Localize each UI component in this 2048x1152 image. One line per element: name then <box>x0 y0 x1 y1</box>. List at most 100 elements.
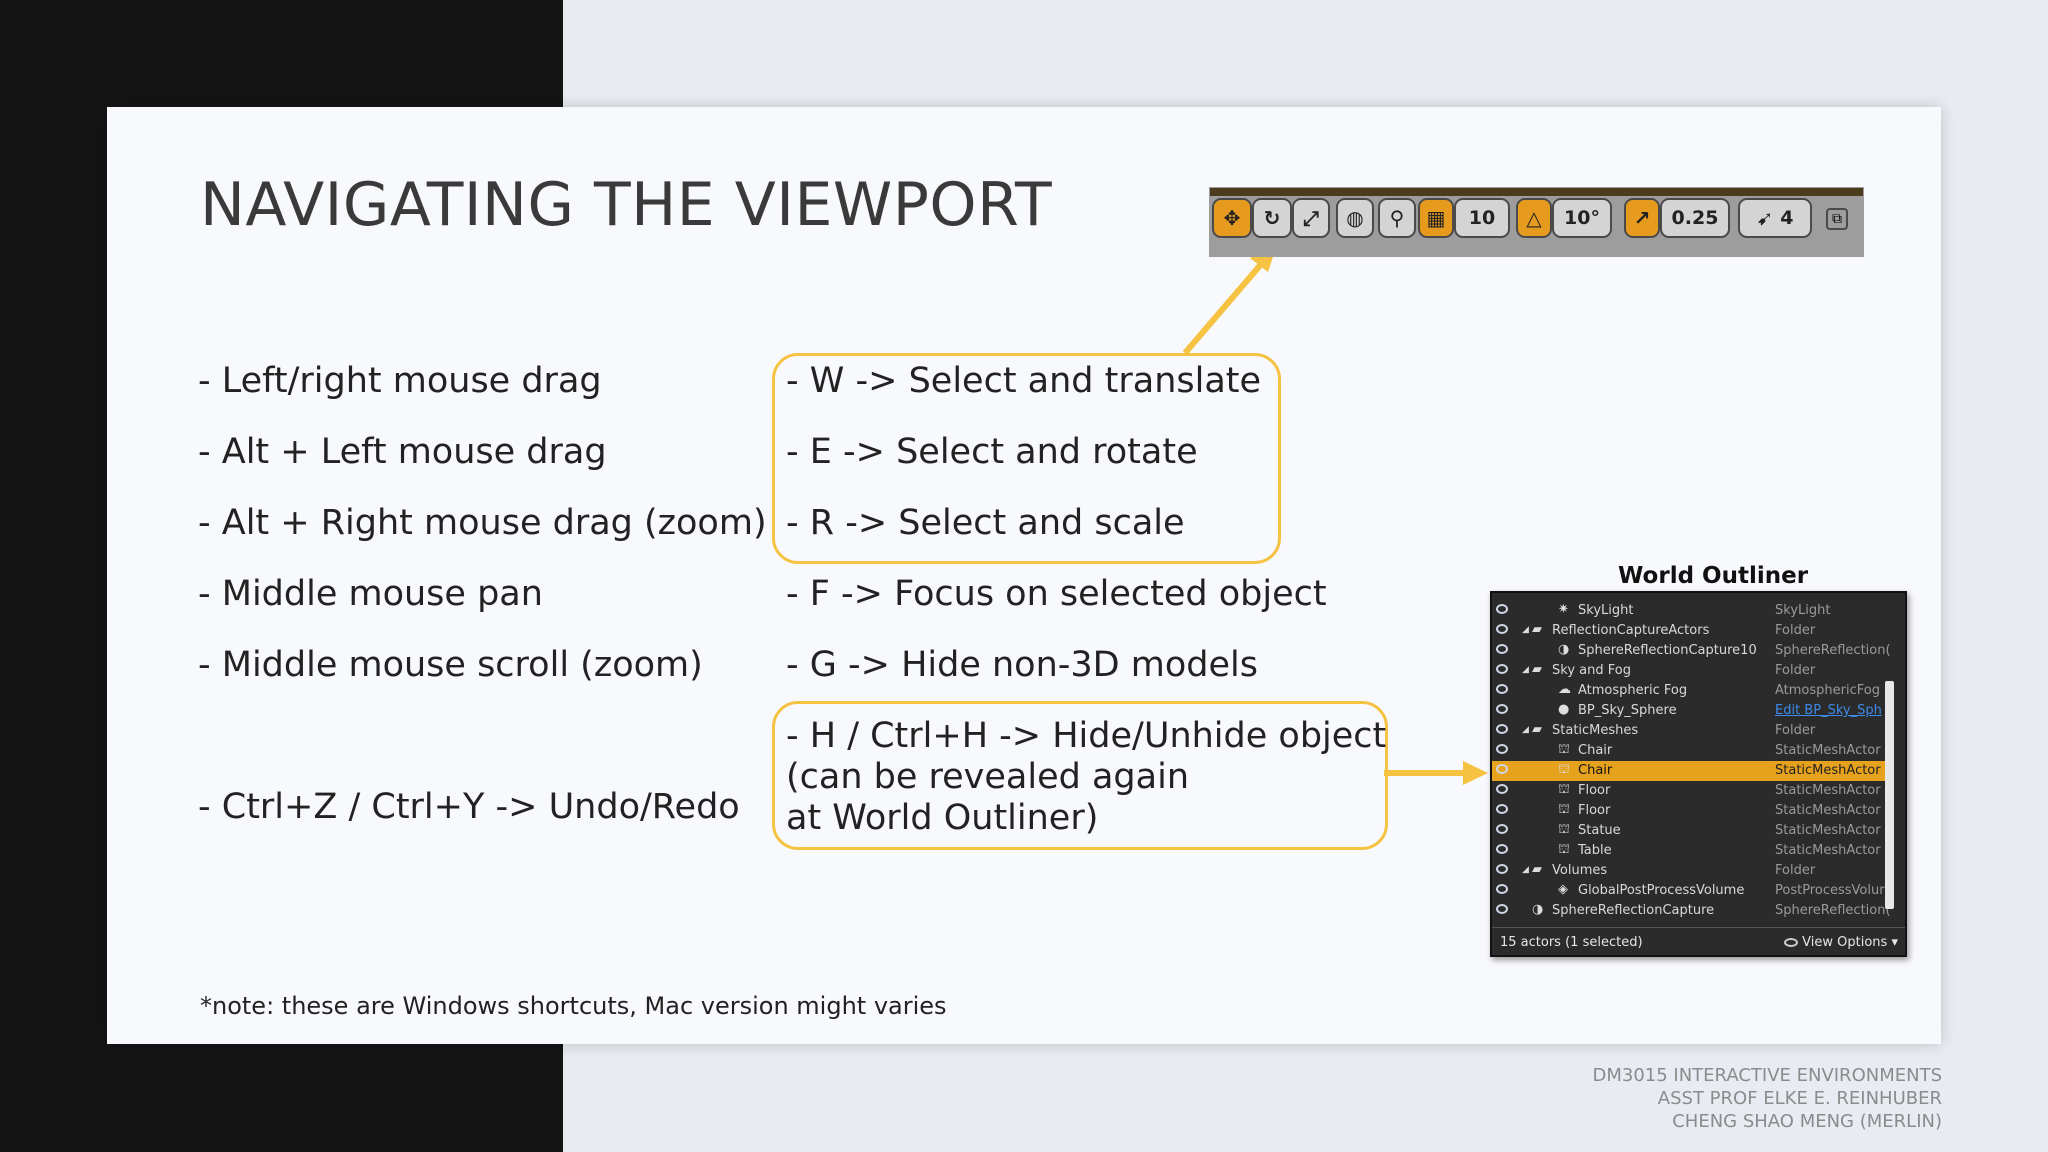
credit-author: CHENG SHAO MENG (MERLIN) <box>1672 1111 1942 1132</box>
rotate-icon[interactable]: ↻ <box>1252 198 1292 238</box>
actor-type: Folder <box>1775 623 1816 638</box>
expand-arrow-icon[interactable]: ◢ <box>1522 725 1529 735</box>
actor-count: 15 actors (1 selected) <box>1500 935 1643 950</box>
visibility-eye-icon[interactable] <box>1496 744 1508 754</box>
surface-snap-icon[interactable]: ⚲ <box>1378 198 1416 238</box>
visibility-eye-icon[interactable] <box>1496 844 1508 854</box>
outliner-footer: 15 actors (1 selected) View Options ▾ <box>1492 927 1905 955</box>
scale-snap-dropdown[interactable]: 0.25 <box>1660 198 1730 238</box>
actor-type: StaticMeshActor <box>1775 783 1881 798</box>
visibility-eye-icon[interactable] <box>1496 804 1508 814</box>
world-local-icon[interactable]: ◍ <box>1336 198 1374 238</box>
visibility-eye-icon[interactable] <box>1496 884 1508 894</box>
camera-speed-dropdown[interactable]: ➹ 4 <box>1738 198 1812 238</box>
visibility-eye-icon[interactable] <box>1496 824 1508 834</box>
actor-name: SkyLight <box>1578 603 1634 618</box>
actor-type: StaticMeshActor <box>1775 843 1881 858</box>
actor-name: Volumes <box>1552 863 1608 878</box>
edit-blueprint-link[interactable]: Edit BP_Sky_Sph <box>1775 703 1882 718</box>
actor-type: StaticMeshActor <box>1775 763 1881 778</box>
folder-icon: ▰ <box>1532 722 1542 737</box>
actor-name: Statue <box>1578 823 1621 838</box>
shortcut-right-h-line2: (can be revealed again <box>786 757 1189 797</box>
camera-speed-value: 4 <box>1780 207 1794 229</box>
camera-speed-icon: ➹ <box>1756 206 1781 230</box>
sphere-icon: ● <box>1558 702 1570 717</box>
expand-arrow-icon[interactable]: ◢ <box>1522 865 1529 875</box>
grid-snap-icon[interactable]: ▦ <box>1418 198 1454 238</box>
rotation-snap-value: 10° <box>1564 207 1600 229</box>
credit-course: DM3015 INTERACTIVE ENVIRONMENTS <box>1592 1065 1942 1086</box>
light-icon: ✷ <box>1558 602 1569 617</box>
scale-icon[interactable]: ⤢ <box>1292 198 1330 238</box>
visibility-eye-icon[interactable] <box>1496 904 1508 914</box>
transform-keys-highlight <box>772 353 1281 564</box>
actor-type: SkyLight <box>1775 603 1831 618</box>
shortcut-right-g: - G -> Hide non-3D models <box>786 645 1258 685</box>
visibility-eye-icon[interactable] <box>1496 624 1508 634</box>
maximize-icon[interactable]: ⧉ <box>1826 208 1848 230</box>
outliner-row[interactable]: ⛫ Floor StaticMeshActor <box>1492 781 1892 801</box>
visibility-eye-icon[interactable] <box>1496 684 1508 694</box>
visibility-eye-icon[interactable] <box>1496 864 1508 874</box>
shortcut-right-h: - H / Ctrl+H -> Hide/Unhide object <box>786 716 1387 756</box>
actor-name: SphereReflectionCapture <box>1552 903 1715 918</box>
credit-professor: ASST PROF ELKE E. REINHUBER <box>1657 1088 1942 1109</box>
actor-name: Sky and Fog <box>1552 663 1631 678</box>
shortcut-right-r: - R -> Select and scale <box>786 503 1185 543</box>
rotation-snap-icon[interactable]: △ <box>1516 198 1552 238</box>
actor-name: SphereReflectionCapture10 <box>1578 643 1757 658</box>
toolbar-edge <box>1210 188 1863 196</box>
actor-name: Table <box>1578 843 1612 858</box>
shortcut-left-2: - Alt + Left mouse drag <box>198 432 607 472</box>
actor-type: StaticMeshActor <box>1775 823 1881 838</box>
shortcut-right-h-line3: at World Outliner) <box>786 798 1099 838</box>
shortcut-left-3: - Alt + Right mouse drag (zoom) <box>198 503 767 543</box>
visibility-eye-icon[interactable] <box>1496 784 1508 794</box>
mesh-icon: ⛫ <box>1558 762 1570 777</box>
rotation-snap-dropdown[interactable]: 10° <box>1552 198 1612 238</box>
expand-arrow-icon[interactable]: ◢ <box>1522 665 1529 675</box>
actor-name: Chair <box>1578 763 1613 778</box>
actor-name: StaticMeshes <box>1552 723 1639 738</box>
footnote: *note: these are Windows shortcuts, Mac … <box>200 992 947 1020</box>
outliner-row[interactable]: ✷ SkyLight SkyLight <box>1492 601 1892 621</box>
scale-snap-icon[interactable]: ↗ <box>1624 198 1660 238</box>
mesh-icon: ⛫ <box>1558 782 1570 797</box>
translate-icon[interactable]: ✥ <box>1212 198 1252 238</box>
outliner-scrollbar[interactable] <box>1885 681 1894 909</box>
expand-arrow-icon[interactable]: ◢ <box>1522 625 1529 635</box>
actor-name: ReflectionCaptureActors <box>1552 623 1710 638</box>
slide-title: NAVIGATING THE VIEWPORT <box>200 170 1053 240</box>
visibility-eye-icon[interactable] <box>1496 644 1508 654</box>
scale-snap-value: 0.25 <box>1671 207 1719 229</box>
visibility-eye-icon[interactable] <box>1496 724 1508 734</box>
visibility-eye-icon[interactable] <box>1496 664 1508 674</box>
visibility-eye-icon[interactable] <box>1496 604 1508 614</box>
credits: DM3015 INTERACTIVE ENVIRONMENTS ASST PRO… <box>1592 1064 1942 1133</box>
view-options-button[interactable]: View Options ▾ <box>1784 935 1898 950</box>
outliner-row-selected[interactable]: ⛫ Chair StaticMeshActor <box>1492 761 1892 781</box>
shortcut-right-f: - F -> Focus on selected object <box>786 574 1327 614</box>
actor-name: Floor <box>1578 783 1611 798</box>
grid-size-dropdown[interactable]: 10 <box>1454 198 1510 238</box>
shortcut-left-1: - Left/right mouse drag <box>198 361 602 401</box>
visibility-eye-icon[interactable] <box>1496 704 1508 714</box>
actor-type: PostProcessVolur <box>1775 883 1885 898</box>
visibility-eye-icon[interactable] <box>1496 764 1508 774</box>
shortcut-left-5: - Middle mouse scroll (zoom) <box>198 645 703 685</box>
